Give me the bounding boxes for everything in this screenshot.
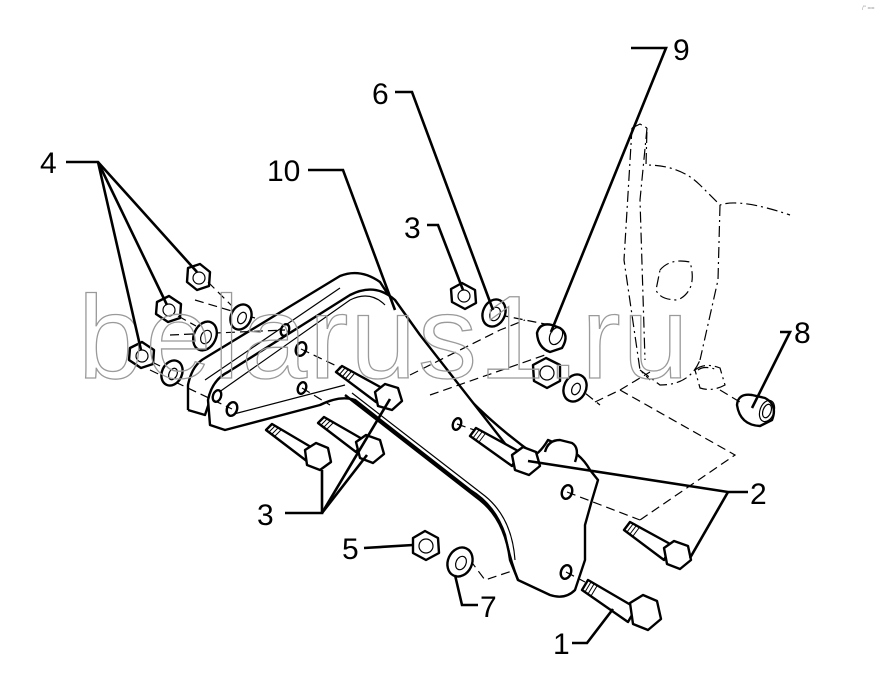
lock-nut (185, 262, 212, 292)
callout-7: 7 (480, 591, 497, 624)
callout-1: 1 (553, 628, 570, 661)
washer-lower-right (562, 373, 588, 403)
callout-6: 6 (372, 78, 389, 111)
callout-3-right: 3 (404, 212, 421, 245)
corner-mark: /" == (862, 6, 875, 12)
callout-4: 4 (40, 147, 57, 180)
frame-outline (594, 123, 791, 521)
nut-group-4 (127, 262, 253, 387)
lock-nut (127, 340, 156, 370)
washer (229, 303, 253, 331)
nut-5 (411, 529, 441, 562)
bracket (186, 271, 600, 598)
washer-6 (481, 298, 507, 328)
callout-3-lower: 3 (257, 499, 274, 532)
washer-7 (446, 546, 474, 578)
callout-2: 2 (750, 478, 767, 511)
nut-lower-right (531, 356, 562, 390)
bushing-8 (697, 366, 776, 428)
callout-8: 8 (794, 317, 811, 350)
callout-5: 5 (342, 533, 359, 566)
bushing-9 (535, 323, 567, 354)
watermark: belarus1.ru (78, 272, 690, 404)
bolt-3-lower-left (264, 422, 333, 472)
callout-10: 10 (267, 155, 300, 188)
leader-lines (66, 46, 793, 645)
bracket-hole (211, 388, 223, 404)
callouts: 4 10 6 3 9 8 3 2 5 7 1 (40, 34, 811, 661)
lock-nut (154, 294, 183, 324)
bolt-2-lower (622, 520, 693, 571)
callout-9: 9 (673, 34, 690, 67)
washer (191, 320, 219, 352)
bolt-3-upper (334, 364, 404, 412)
bolt-1 (580, 578, 663, 632)
bolt-2-upper (468, 426, 542, 477)
washer (160, 359, 184, 387)
nut-3-right (449, 281, 478, 311)
